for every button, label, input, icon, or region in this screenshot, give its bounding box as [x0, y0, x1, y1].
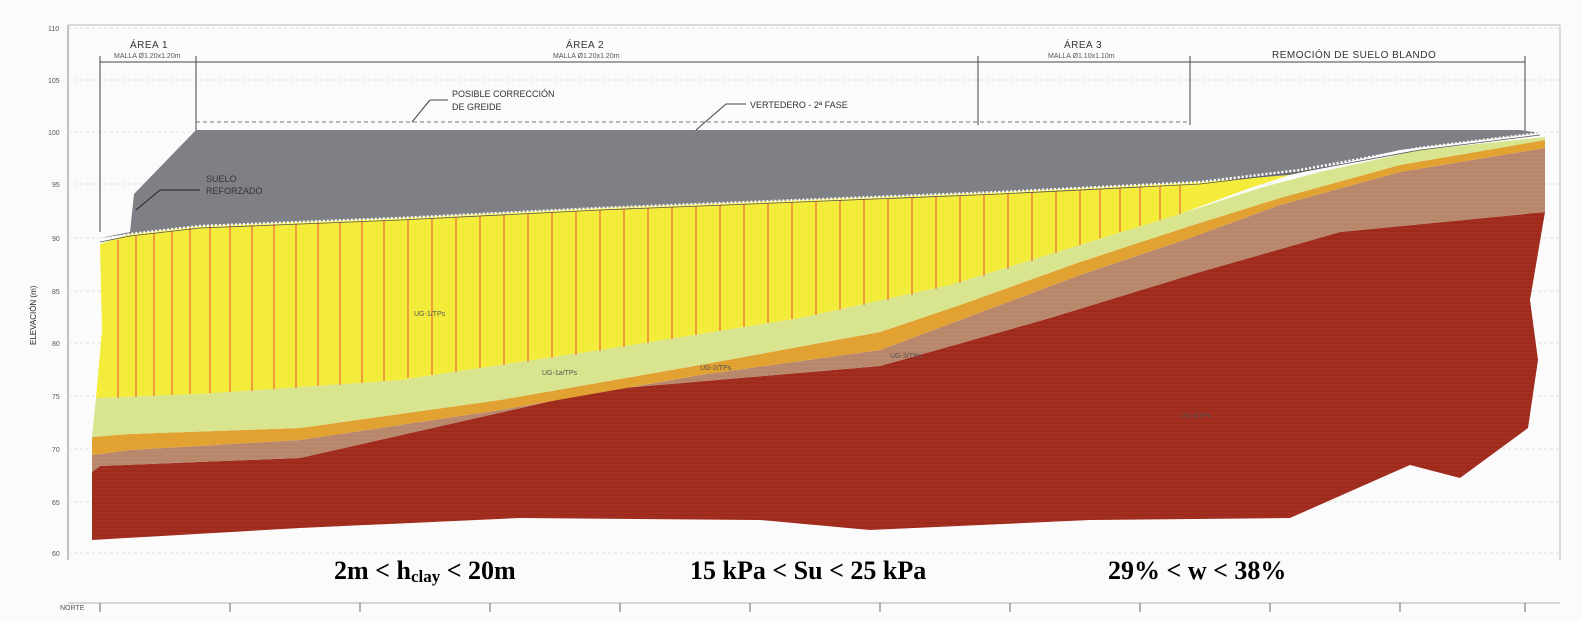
- x-axis-start-label: NORTE: [60, 605, 85, 612]
- y-tick-85: 85: [52, 289, 60, 296]
- zone-brackets: [99, 56, 1526, 232]
- layer-label-ug-1: UG-1/TPs: [414, 311, 446, 318]
- y-tick-105: 105: [48, 78, 60, 85]
- zone-title-soft-soil-removal: REMOCIÓN DE SUELO BLANDO: [1272, 48, 1436, 61]
- annotation-correction-line-2: DE GREIDE: [452, 102, 502, 112]
- landfill-body: [100, 130, 1540, 238]
- reinforcement-columns: [117, 185, 1181, 398]
- liner-outline: [99, 134, 1541, 243]
- y-tick-65: 65: [52, 500, 60, 507]
- annotation-correction-line-1: POSIBLE CORRECCIÓN: [452, 89, 555, 99]
- layer-label-ug-4: UG-4/TPs: [1180, 413, 1212, 420]
- y-tick-95: 95: [52, 182, 60, 189]
- y-tick-75: 75: [52, 394, 60, 401]
- zone-note-area-2: MALLA Ø1.20x1.20m: [553, 53, 620, 60]
- layer-ug-1: [96, 175, 1290, 398]
- y-tick-100: 100: [48, 130, 60, 137]
- annotation-landfill: VERTEDERO - 2ª FASE: [750, 100, 848, 110]
- annotation-reinforced-line-2: REFORZADO: [206, 186, 263, 196]
- y-axis-title: ELEVACIÓN (m): [29, 285, 38, 345]
- layer-ug-1a: [92, 137, 1545, 437]
- zone-title-area-3: ÁREA 3: [1064, 38, 1102, 51]
- y-tick-60: 60: [52, 551, 60, 558]
- y-tick-110: 110: [48, 26, 59, 33]
- reinforced-leader: [135, 189, 161, 211]
- layer-ug-3: [92, 148, 1545, 472]
- liner-surface: [99, 131, 1541, 242]
- y-tick-80: 80: [52, 341, 60, 348]
- y-tick-90: 90: [52, 236, 60, 243]
- caption-clay-thickness: 2m < hclay < 20m: [334, 556, 516, 586]
- zone-note-area-1: MALLA Ø1.20x1.20m: [114, 53, 181, 60]
- layer-label-ug-1a: UG-1a/TPs: [542, 370, 578, 377]
- y-tick-70: 70: [52, 447, 60, 454]
- layer-ug-4: [92, 212, 1545, 540]
- layer-label-ug-3: UG-3/TPs: [890, 353, 922, 360]
- landfill-leader: [695, 103, 727, 131]
- layer-label-ug-2: UG-2/TPs: [700, 365, 732, 372]
- annotation-reinforced-line-1: SUELO: [206, 174, 237, 184]
- layer-ug-2: [92, 140, 1545, 455]
- caption-water-content: 29% < w < 38%: [1108, 556, 1287, 585]
- zone-title-area-1: ÁREA 1: [130, 38, 168, 51]
- correction-leader: [411, 99, 431, 123]
- zone-title-area-2: ÁREA 2: [566, 38, 604, 51]
- zone-note-area-3: MALLA Ø1.10x1.10m: [1048, 53, 1115, 60]
- y-tick-labels: 110 105 100 95 90 85 80 75 70 65 60: [48, 26, 60, 558]
- x-axis-ticks: [99, 603, 1526, 612]
- caption-undrained-strength: 15 kPa < Su < 25 kPa: [690, 556, 927, 585]
